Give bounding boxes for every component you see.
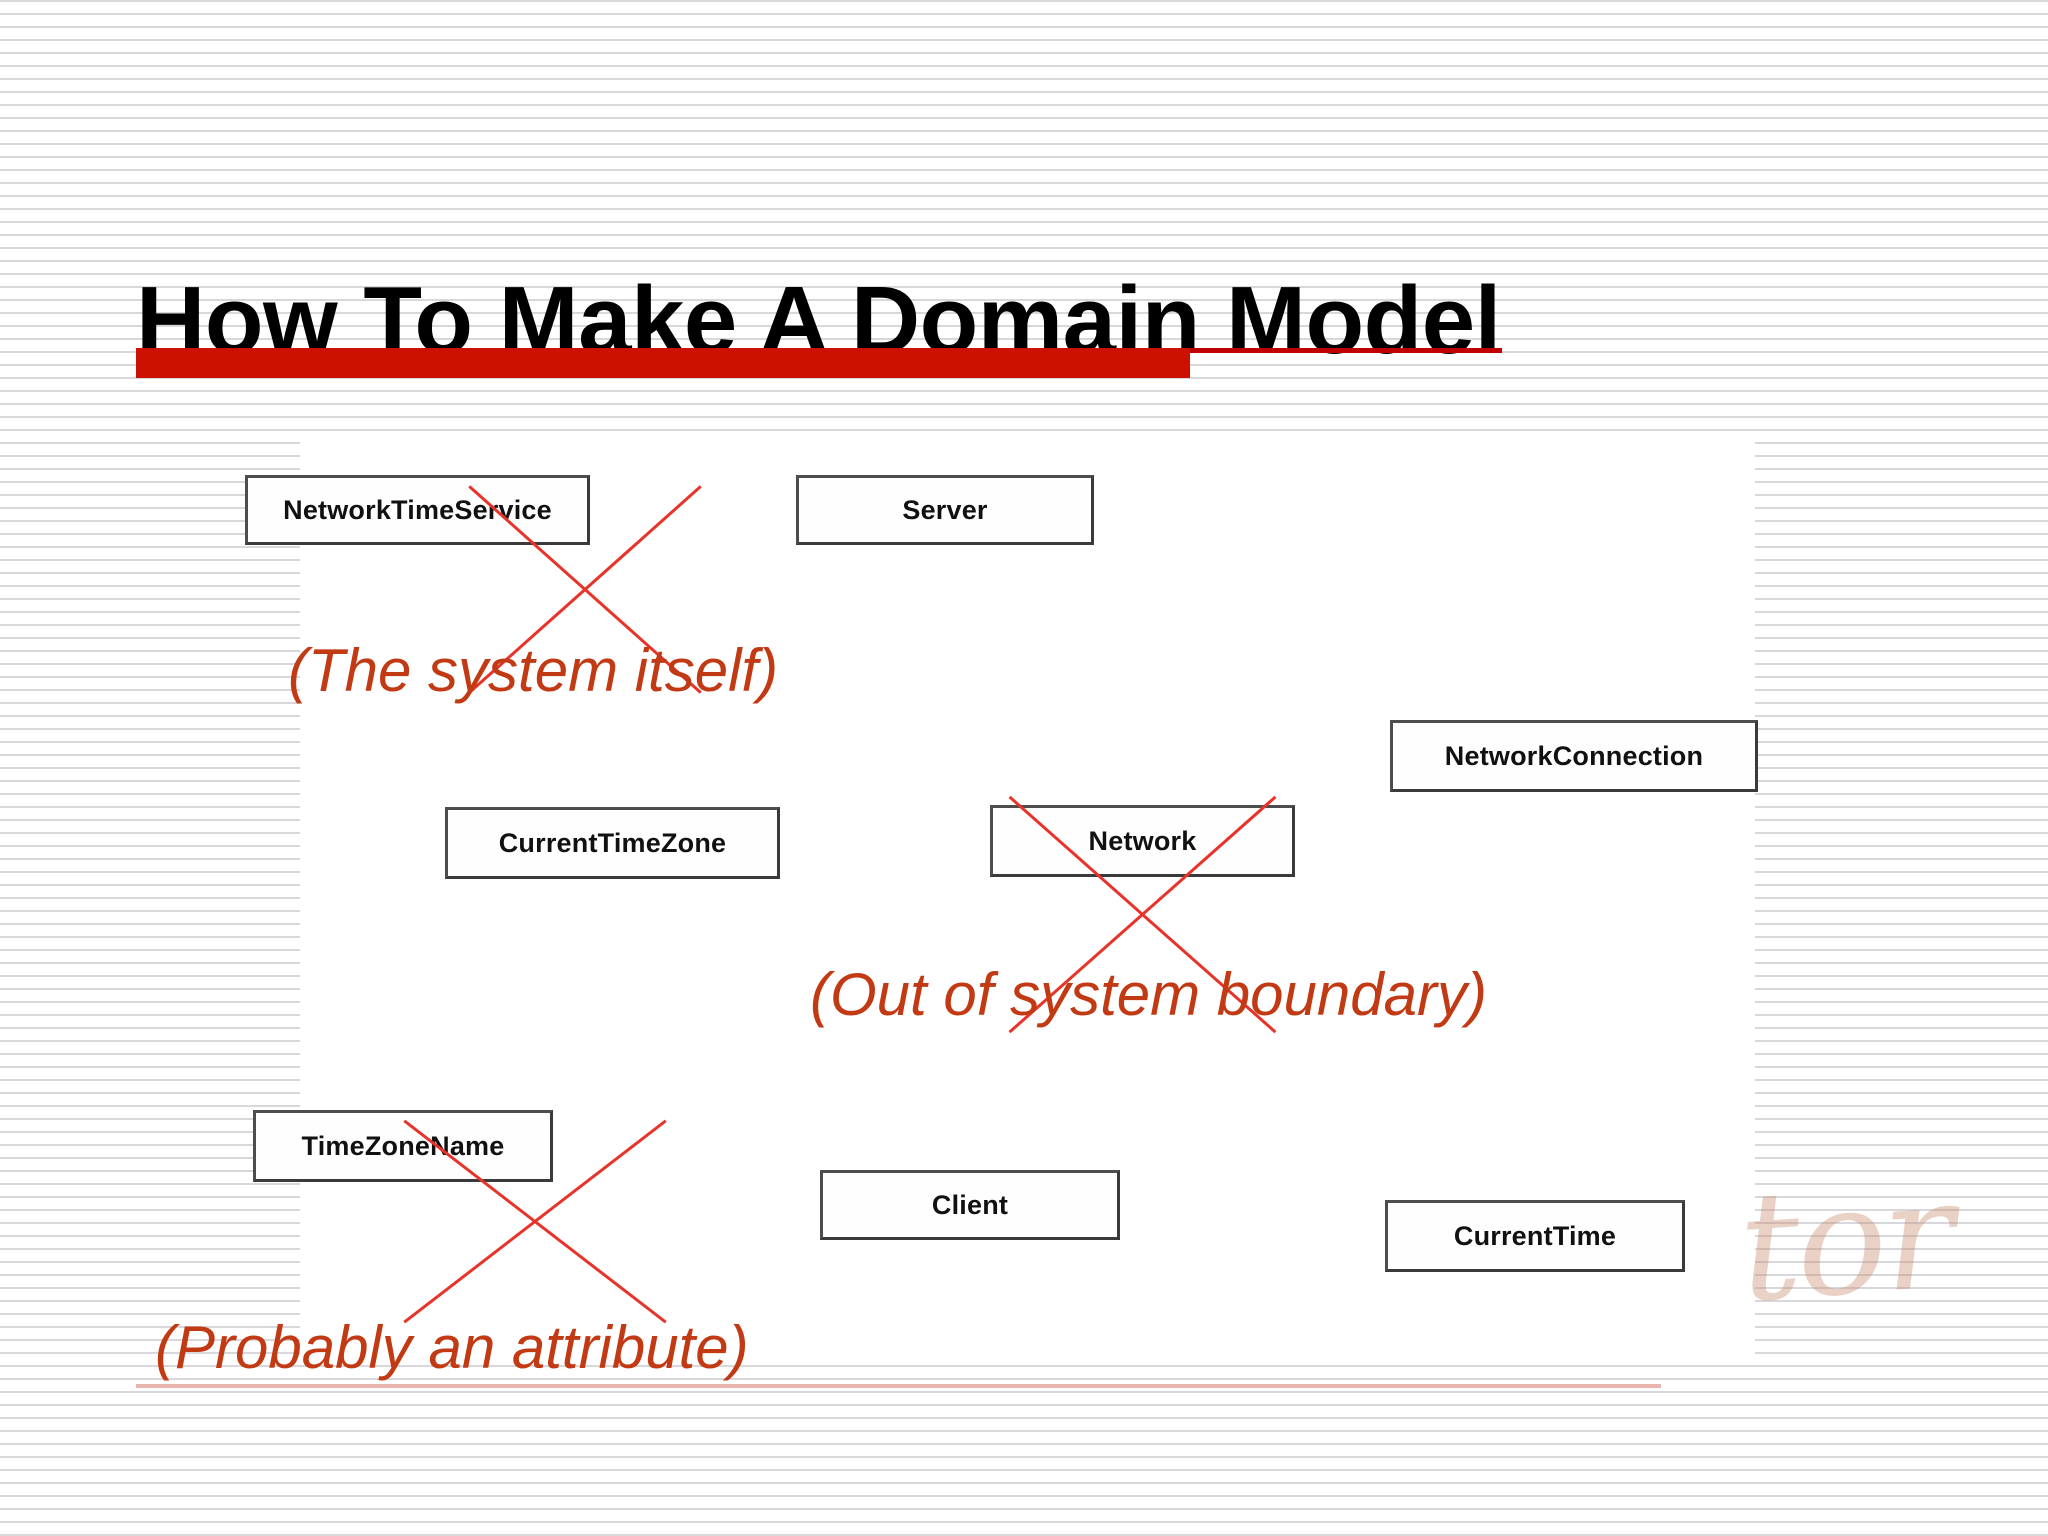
class-box-timezonename[interactable]: TimeZoneName [253,1110,553,1182]
class-box-label: Client [931,1189,1009,1220]
class-box-label: TimeZoneName [301,1130,505,1161]
class-box-currenttime[interactable]: CurrentTime [1385,1200,1685,1272]
class-box-label: Server [902,494,988,525]
annotation-system-itself: (The system itself) [288,637,779,704]
class-box-label: CurrentTimeZone [498,827,727,858]
domain-model-diagram-panel: NetworkTimeService Server NetworkConnect… [245,440,1758,1355]
class-box-label: CurrentTime [1453,1220,1617,1251]
class-box-network[interactable]: Network [990,805,1295,877]
title-accent-bar [136,348,1190,378]
annotation-probably-an-attribute: (Probably an attribute) [155,1314,749,1381]
class-box-server[interactable]: Server [796,475,1094,545]
class-box-label: NetworkTimeService [283,494,552,525]
class-box-networktimeservice[interactable]: NetworkTimeService [245,475,590,545]
class-box-label: Network [1088,825,1197,856]
footer-rule [136,1384,1661,1388]
class-box-currenttimezone[interactable]: CurrentTimeZone [445,807,780,879]
class-box-client[interactable]: Client [820,1170,1120,1240]
watermark-text: tor [1734,1147,1957,1337]
class-box-label: NetworkConnection [1444,740,1704,771]
annotation-out-of-system-boundary: (Out of system boundary) [810,961,1487,1028]
class-box-networkconnection[interactable]: NetworkConnection [1390,720,1758,792]
